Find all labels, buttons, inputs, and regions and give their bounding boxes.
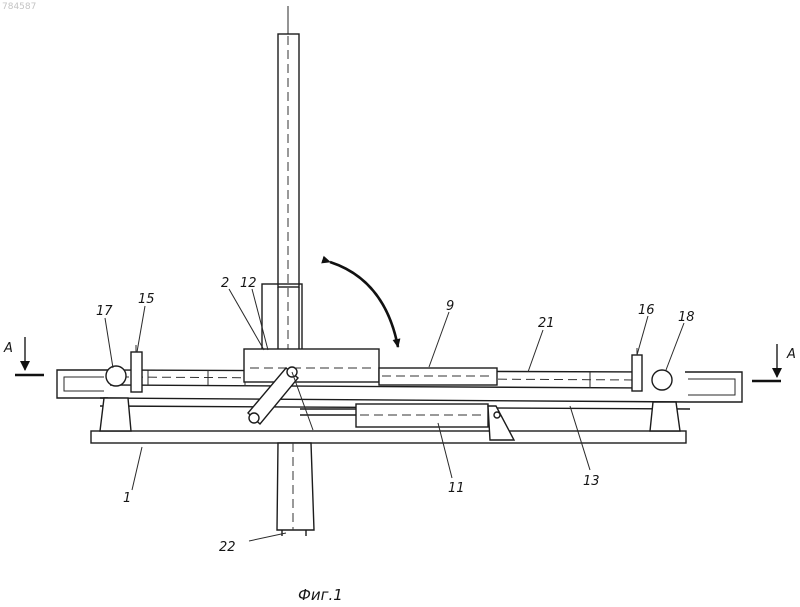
rotation-arrow: [330, 262, 398, 347]
label-12: 12: [240, 276, 257, 291]
slide-block: [244, 349, 379, 382]
rod-9: [379, 368, 497, 385]
upright-15: [131, 352, 142, 392]
archive-stamp: 784587: [2, 2, 36, 12]
roller-17: [106, 366, 126, 386]
section-mark-right: [752, 344, 782, 381]
label-11: 11: [448, 481, 465, 496]
lower-column: [277, 443, 314, 536]
label-17: 17: [96, 304, 113, 319]
label-13: 13: [583, 474, 600, 489]
label-22: 22: [219, 540, 236, 555]
figure-caption: Фиг.1: [298, 586, 343, 604]
column-collar: [262, 284, 302, 350]
label-16: 16: [638, 303, 655, 318]
label-1: 1: [123, 491, 131, 506]
label-18: 18: [678, 310, 695, 325]
label-9: 9: [446, 299, 454, 314]
label-2: 2: [221, 276, 229, 291]
section-label-right: A: [786, 347, 796, 362]
upright-16: [632, 355, 642, 391]
section-label-left: A: [3, 341, 13, 356]
roller-18: [652, 370, 672, 390]
label-21: 21: [538, 316, 555, 331]
vertical-column: [278, 6, 299, 380]
section-mark-left: [15, 337, 44, 375]
label-15: 15: [138, 292, 155, 307]
